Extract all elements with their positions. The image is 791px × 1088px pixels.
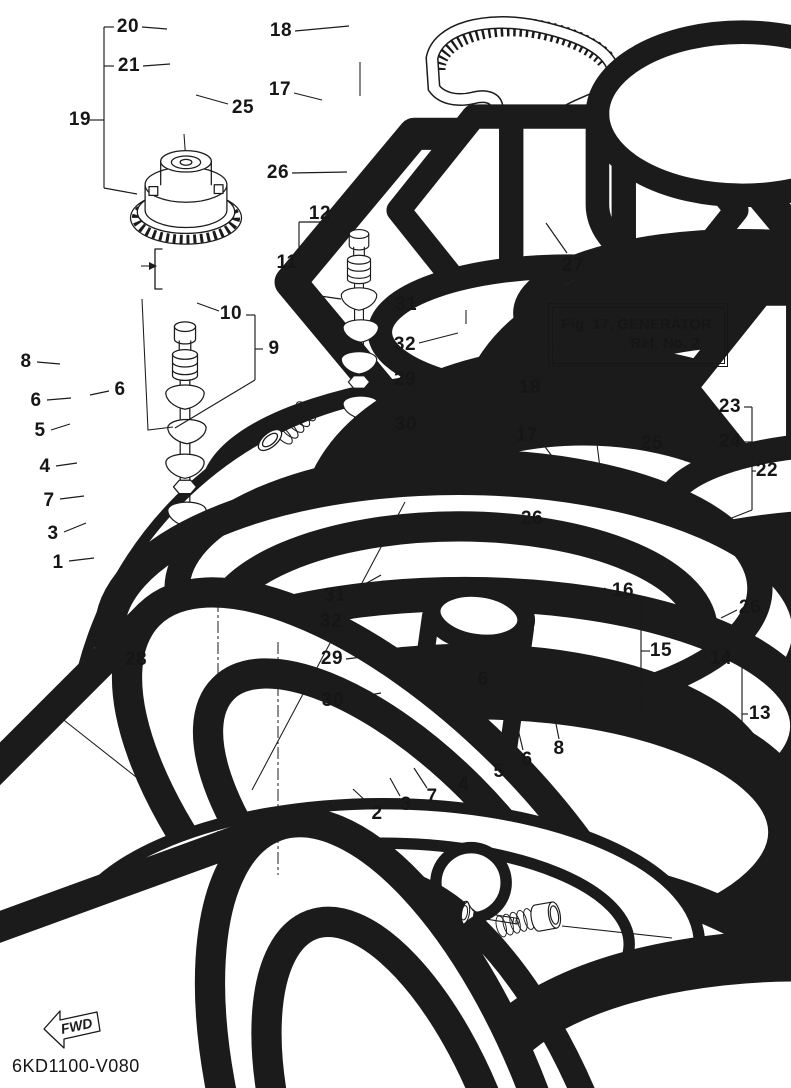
leader-line [555,723,560,740]
leader-line [174,379,256,429]
leader-line [55,462,78,467]
leader-line [195,94,229,105]
valve-head [257,428,283,452]
leader-line [418,332,459,344]
leader-line [141,26,168,30]
leader-line [569,276,585,290]
leader-line [543,389,584,400]
leader-line [723,509,753,522]
leader-line [389,777,401,797]
leader-line [346,692,382,700]
leader-line [545,222,568,254]
leader-line [59,495,85,500]
leader-line [36,361,61,365]
leader-line [487,689,504,707]
drawing-code: 6KD1100-V080 [12,1056,140,1076]
leader-line [545,521,563,538]
leader-line [298,292,342,300]
leader-line [91,660,123,671]
leader-line [46,397,72,401]
leader-line [625,712,642,718]
leader-line [352,788,371,806]
leader-line [345,656,363,660]
leader-line [698,653,710,659]
leader-line [577,278,592,303]
leader-line [293,92,323,101]
leader-line [720,609,738,619]
reference-box-line1: Fig. 17, GENERATOR [561,315,712,333]
leader-line [539,439,561,468]
leader-line [344,611,377,621]
leader-line [516,724,524,751]
leader-line [294,25,350,32]
leader-line [68,557,95,562]
leader-line [734,657,743,662]
reference-box-inner: Fig. 17, GENERATOR Ref. No. 2 [551,306,725,364]
leader-line [348,574,382,594]
leader-line [632,593,642,598]
inset-arrow [149,262,157,270]
leader-line [50,423,71,431]
reference-box: Fig. 17, GENERATOR Ref. No. 2 [548,303,728,367]
leader-line [419,287,461,303]
leader-line [291,171,348,174]
leader-line [196,302,220,312]
leader-line [603,587,612,592]
leader-line [419,418,459,424]
leader-line [89,390,110,396]
leader-line [451,761,460,777]
fwd-arrow: FWD [43,1010,101,1049]
leader-line [560,282,571,290]
leader-line [63,522,87,533]
leader-line [103,187,138,195]
leader-line [142,63,171,67]
leader-line [664,447,687,462]
fwd-label: FWD [59,1015,94,1037]
leader-line [418,377,438,381]
leader-line [489,741,496,764]
leader-line [330,203,345,212]
leader-line [413,767,428,789]
reference-box-line2: Ref. No. 2 [630,334,700,352]
